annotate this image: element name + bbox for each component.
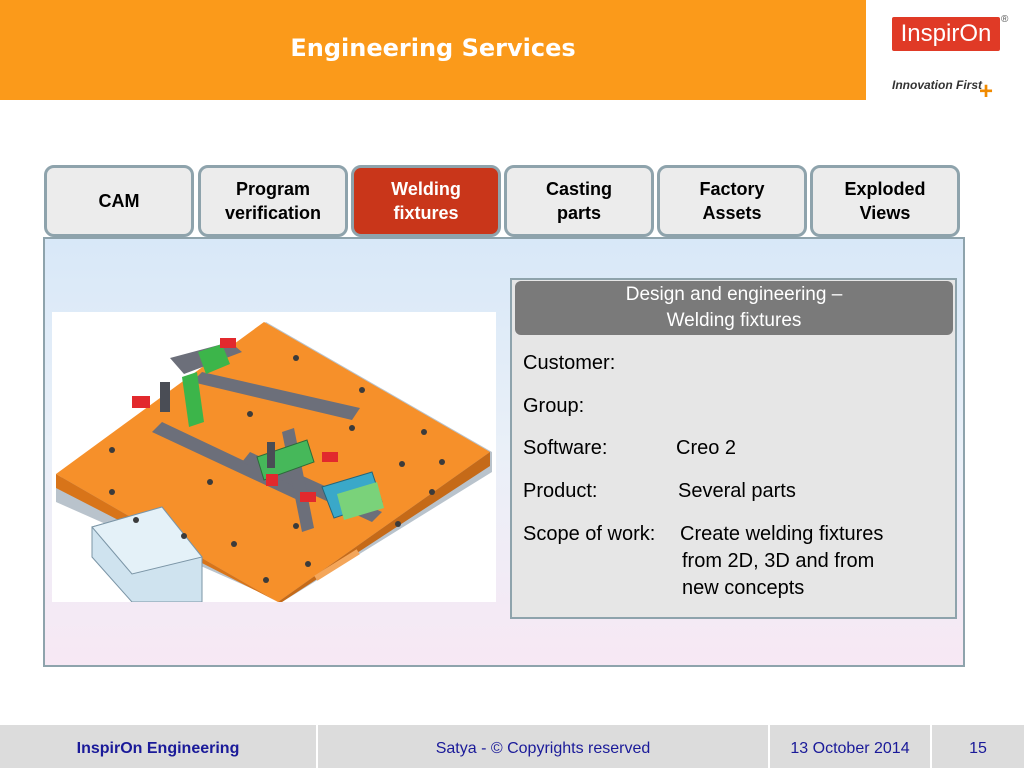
tab-factory-assets[interactable]: Factory Assets — [657, 165, 807, 237]
scope-value-line2: from 2D, 3D and from — [682, 550, 875, 572]
product-label: Product: — [523, 480, 598, 502]
footer-date: 13 October 2014 — [790, 740, 910, 757]
footer-page-number: 15 — [969, 740, 987, 757]
scope-label: Scope of work: — [523, 523, 656, 545]
welding-fixture-illustration — [56, 322, 492, 602]
plus-icon: + — [979, 78, 994, 105]
footer-bar — [0, 725, 1024, 768]
welding-fixture-image — [52, 312, 496, 602]
group-label: Group: — [523, 395, 585, 417]
page-title: Engineering Services — [290, 34, 576, 62]
product-value: Several parts — [678, 480, 796, 502]
header-bar — [0, 0, 866, 100]
footer-divider — [930, 725, 932, 768]
info-heading-line2: Welding fixtures — [666, 310, 802, 331]
info-heading-line1: Design and engineering – — [625, 284, 843, 305]
scope-value-line3: new concepts — [682, 577, 805, 599]
logo-tagline: Innovation First — [892, 78, 982, 92]
info-heading: Design and engineering – Welding fixture… — [515, 281, 953, 335]
footer-copyright: Satya - © Copyrights reserved — [435, 740, 651, 757]
software-label: Software: — [523, 437, 608, 459]
tab-exploded-views[interactable]: Exploded Views — [810, 165, 960, 237]
software-value: Creo 2 — [676, 437, 737, 459]
customer-label: Customer: — [523, 352, 616, 374]
tab-cam[interactable]: CAM — [44, 165, 194, 237]
tab-casting-parts[interactable]: Casting parts — [504, 165, 654, 237]
footer-company: InspirOn Engineering — [76, 740, 240, 757]
footer-divider — [768, 725, 770, 768]
registered-mark: ® — [1001, 14, 1009, 25]
footer-divider — [316, 725, 318, 768]
logo-brand: InspirOn — [892, 17, 1000, 51]
scope-value-line1: Create welding fixtures — [680, 523, 884, 545]
tab-welding-fixtures[interactable]: Welding fixtures — [351, 165, 501, 237]
tab-program-verification[interactable]: Program verification — [198, 165, 348, 237]
